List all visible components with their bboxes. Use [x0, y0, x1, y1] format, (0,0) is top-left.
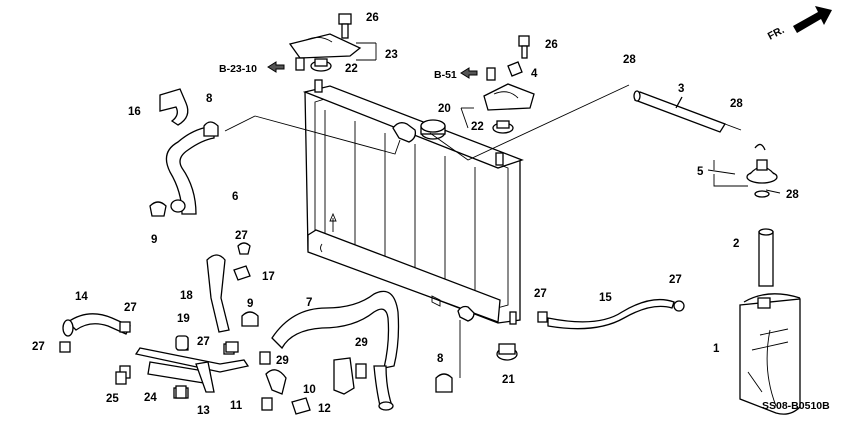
callout-27: 27 — [32, 341, 45, 353]
callout-15: 15 — [599, 292, 612, 304]
reference-b-51: B-51 — [434, 69, 457, 81]
hose-clamp-bracket — [159, 88, 189, 126]
callout-7: 7 — [306, 297, 312, 309]
callout-14: 14 — [75, 291, 88, 303]
callout-28: 28 — [730, 98, 743, 110]
arrow-left-icon — [460, 67, 478, 79]
callout-22: 22 — [471, 121, 484, 133]
lower-brackets — [225, 341, 367, 415]
callout-8: 8 — [206, 93, 213, 105]
callout-21: 21 — [502, 374, 515, 386]
callout-20: 20 — [438, 103, 451, 115]
callout-27: 27 — [669, 274, 682, 286]
callout-4: 4 — [531, 68, 538, 80]
callout-27: 27 — [197, 336, 210, 348]
reserve-tank — [739, 293, 801, 415]
upper-hose — [165, 125, 215, 215]
overflow-tube — [633, 90, 726, 133]
callout-16: 16 — [128, 106, 141, 118]
hose-clip — [241, 311, 259, 327]
reserve-tube — [758, 228, 774, 287]
callout-11: 11 — [230, 400, 243, 412]
callout-6: 6 — [232, 191, 238, 203]
diagram-code: SS08-B0510B — [762, 400, 830, 412]
callout-9: 9 — [247, 298, 253, 310]
callout-3: 3 — [678, 83, 684, 95]
reference-b-23-10: B-23-10 — [219, 63, 257, 75]
callout-24: 24 — [144, 392, 157, 404]
callout-19: 19 — [177, 313, 190, 325]
small-hose — [206, 242, 251, 333]
callout-27: 27 — [124, 302, 137, 314]
plug — [175, 335, 189, 351]
radiator — [302, 79, 524, 325]
callout-22: 22 — [345, 63, 358, 75]
bypass-hose — [59, 313, 131, 353]
direction-label: FR. — [766, 24, 787, 43]
side-mount-bracket — [483, 35, 535, 134]
callout-1: 1 — [713, 343, 720, 355]
arrow-left-icon — [267, 61, 285, 73]
callout-13: 13 — [197, 405, 210, 417]
hose-clip — [203, 121, 219, 137]
lower-hose — [271, 290, 400, 411]
callout-26: 26 — [366, 12, 379, 24]
callout-25: 25 — [106, 393, 119, 405]
callout-27: 27 — [534, 288, 547, 300]
callout-2: 2 — [733, 238, 739, 250]
callout-26: 26 — [545, 39, 558, 51]
reserve-hose — [537, 298, 685, 330]
hose-clip — [149, 201, 167, 217]
callout-12: 12 — [318, 403, 331, 415]
callout-18: 18 — [180, 290, 193, 302]
callout-23: 23 — [385, 49, 398, 61]
callout-9: 9 — [151, 234, 157, 246]
reserve-cap — [746, 143, 778, 198]
callout-10: 10 — [303, 384, 316, 396]
callout-28: 28 — [623, 54, 636, 66]
forward-direction-indicator: FR. — [766, 6, 832, 43]
arrow-up-right-icon — [793, 6, 832, 33]
upper-mount-bracket — [288, 13, 362, 72]
callout-5: 5 — [697, 166, 704, 178]
grommet — [496, 343, 518, 361]
callout-29: 29 — [355, 337, 368, 349]
callout-17: 17 — [262, 271, 275, 283]
callout-28: 28 — [786, 189, 799, 201]
callout-27: 27 — [235, 230, 248, 242]
callout-29: 29 — [276, 355, 289, 367]
callout-8: 8 — [437, 353, 444, 365]
hose-clip — [435, 373, 453, 393]
sensor — [115, 371, 187, 399]
